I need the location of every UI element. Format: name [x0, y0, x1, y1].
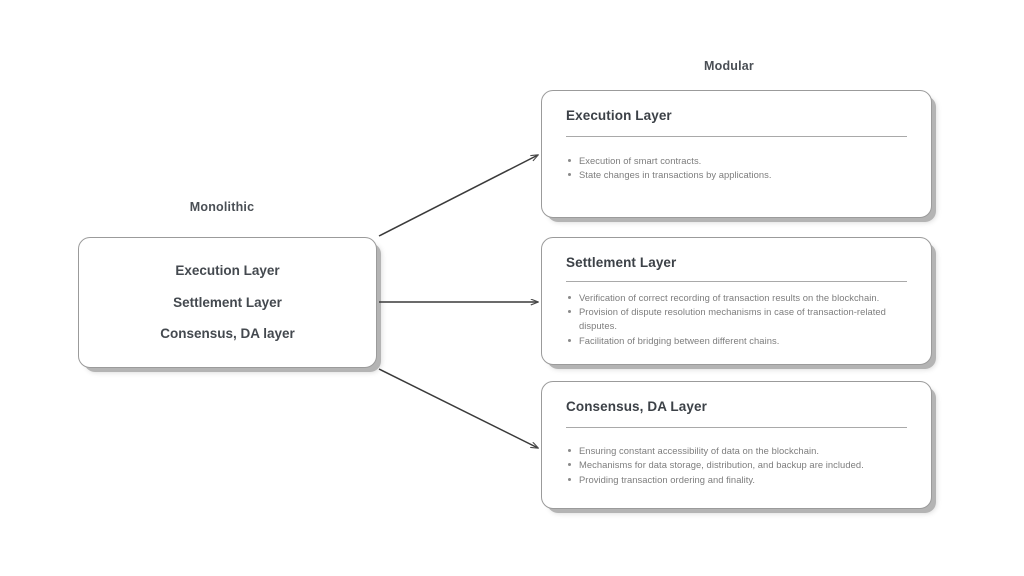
heading-monolithic: Monolithic	[189, 200, 255, 214]
title-divider	[566, 135, 907, 137]
monolithic-card[interactable]: Execution Layer Settlement Layer Consens…	[78, 237, 377, 368]
bullet-list-settlement: Verification of correct recording of tra…	[566, 291, 907, 348]
card-title-consensus-da-layer: Consensus, DA Layer	[566, 399, 707, 414]
card-title-execution-layer: Execution Layer	[566, 108, 672, 123]
list-item: State changes in transactions by applica…	[566, 168, 907, 182]
monolithic-layer-execution: Execution Layer	[175, 263, 280, 279]
list-item: Mechanisms for data storage, distributio…	[566, 458, 907, 472]
list-item: Ensuring constant accessibility of data …	[566, 444, 907, 458]
arrow-to-execution	[378, 155, 538, 237]
list-item: Providing transaction ordering and final…	[566, 473, 907, 487]
monolithic-layer-consensus: Consensus, DA layer	[160, 326, 295, 342]
bullet-list-consensus: Ensuring constant accessibility of data …	[566, 444, 907, 487]
title-divider	[566, 426, 907, 428]
modular-card-execution-layer[interactable]: Execution Layer Execution of smart contr…	[541, 90, 932, 218]
bullet-list-execution: Execution of smart contracts. State chan…	[566, 154, 907, 182]
monolithic-layer-settlement: Settlement Layer	[173, 294, 282, 310]
heading-modular: Modular	[703, 59, 755, 73]
arrow-to-consensus	[378, 368, 538, 448]
list-item: Execution of smart contracts.	[566, 154, 907, 168]
modular-card-consensus-da-layer[interactable]: Consensus, DA Layer Ensuring constant ac…	[541, 381, 932, 509]
modular-card-settlement-layer[interactable]: Settlement Layer Verification of correct…	[541, 237, 932, 365]
title-divider	[566, 280, 907, 282]
list-item: Verification of correct recording of tra…	[566, 291, 907, 305]
list-item: Facilitation of bridging between differe…	[566, 334, 907, 348]
list-item: Provision of dispute resolution mechanis…	[566, 305, 907, 332]
card-title-settlement-layer: Settlement Layer	[566, 255, 677, 270]
